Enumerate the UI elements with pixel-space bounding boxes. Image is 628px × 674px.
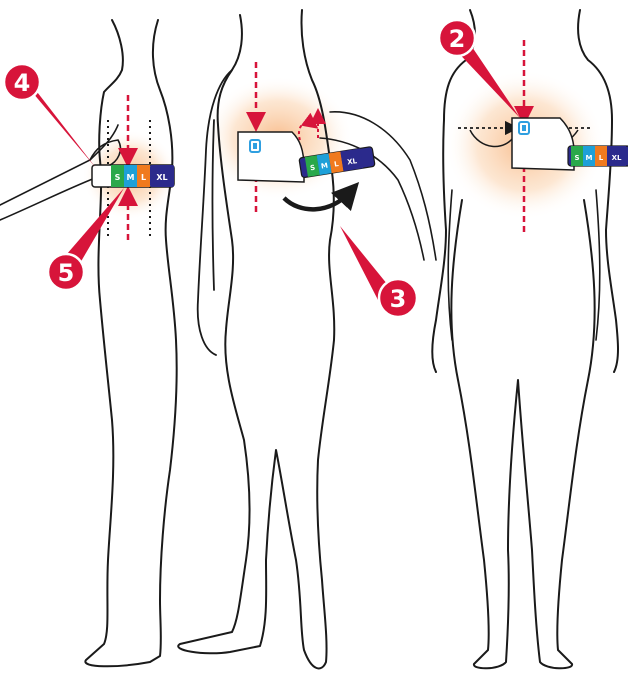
legs-front [451, 200, 594, 668]
figure-front-view: S M L XL 2 [432, 10, 628, 668]
size-label-xl: XL [156, 173, 167, 182]
callout-5: 5 [48, 188, 124, 290]
size-label-s: S [574, 154, 579, 162]
callout-number: 5 [58, 259, 75, 287]
callout-number: 4 [14, 69, 31, 97]
callout-number: 3 [390, 285, 407, 313]
callout-number: 2 [449, 25, 466, 53]
body-outline-side [85, 20, 176, 666]
figure-side-view: S M L XL 4 5 [0, 20, 178, 666]
size-label-xl: XL [612, 154, 622, 162]
size-label-l: L [141, 173, 146, 182]
sensor-patch-front [512, 118, 574, 170]
size-label-xl: XL [347, 157, 359, 167]
size-band-front: S M L XL [568, 146, 628, 166]
sensor-patch-middle [238, 132, 304, 182]
size-label-l: L [599, 154, 604, 162]
size-label-m: M [586, 154, 593, 162]
callout-4: 4 [4, 64, 96, 168]
size-band-side: S M L XL [92, 165, 174, 187]
callout-3: 3 [340, 226, 417, 317]
size-label-m: M [320, 162, 328, 171]
size-label-m: M [127, 173, 135, 182]
size-label-s: S [115, 173, 121, 182]
figure-three-quarter-view: S M L XL 3 [178, 10, 436, 668]
